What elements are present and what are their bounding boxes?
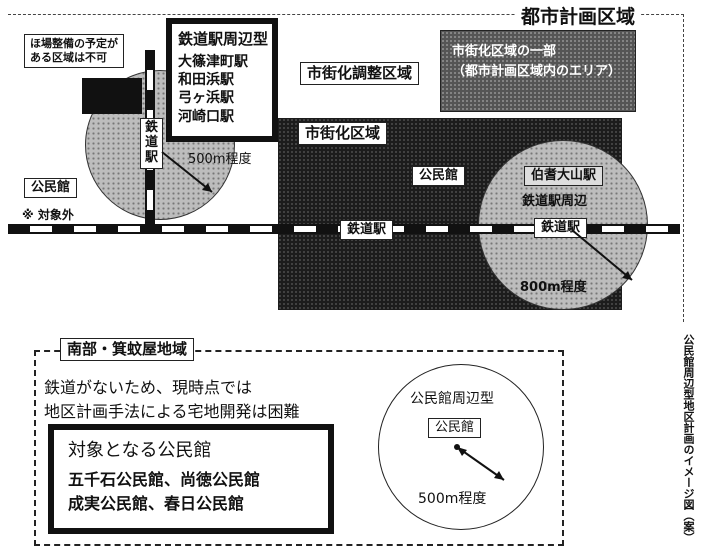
excluded-note: ※ 対象外 [22,208,74,222]
urban-planning-area-frame [8,14,684,322]
center-station-label: 鉄道駅 [340,220,394,241]
south-area-frame [34,350,564,546]
side-caption: 公民館周辺型地区計画のイメージ図（案） [682,334,695,543]
urbanization-area-label: 市街化区域 [298,122,388,145]
target-centers-line2: 成実公民館、春日公民館 [68,494,245,513]
right-station-label: 鉄道駅 [534,218,588,239]
field-maintenance-note: ほ場整備の予定が ある区域は不可 [24,34,124,68]
legend-radius-label: 500m程度 [418,491,487,507]
urban-planning-area-title: 都市計画区域 [515,2,642,29]
urban-area-note-text: 市街化区域の一部 （都市計画区域内のエリア） [452,44,622,80]
station-type-box: 鉄道駅周辺型 大篠津町駅 和田浜駅 弓ヶ浜駅 河崎口駅 [166,18,278,142]
center-community-center: 公民館 [412,166,466,187]
legend-circle-center: 公民館 [428,418,482,439]
south-area-line2: 地区計画手法による宅地開発は困難 [44,402,300,421]
right-station-name: 伯耆大山駅 [524,166,604,187]
left-community-center: 公民館 [24,178,78,199]
target-title: 対象となる公民館 [68,440,212,461]
legend-circle-title: 公民館周辺型 [410,391,494,407]
left-radius-arrow [161,151,213,193]
legend-circle [378,364,544,530]
right-radius-arrow [571,229,633,281]
station-name: 和田浜駅 [178,72,234,89]
left-radius-label: 500m程度 [188,152,252,167]
urban-area-note-box [440,30,636,112]
station-name: 大篠津町駅 [178,54,248,70]
south-area-title: 南部・箕蚊屋地域 [60,338,195,361]
target-centers-line1: 五千石公民館、尚徳公民館 [68,470,261,489]
right-radius-label: 800m程度 [520,280,587,295]
left-station-label: 鉄 道 駅 [140,118,164,169]
target-centers-box: 対象となる公民館 五千石公民館、尚徳公民館 成実公民館、春日公民館 [48,424,334,534]
station-name: 弓ヶ浜駅 [178,90,234,107]
legend-radius-arrow [454,444,505,481]
south-area-line1: 鉄道がないため、現時点では [44,378,253,397]
field-block [82,78,142,114]
station-name: 河崎口駅 [178,108,234,125]
urbanization-control-area-label: 市街化調整区域 [300,62,420,85]
right-station-type: 鉄道駅周辺 [522,194,588,209]
station-type-title: 鉄道駅周辺型 [178,30,269,48]
